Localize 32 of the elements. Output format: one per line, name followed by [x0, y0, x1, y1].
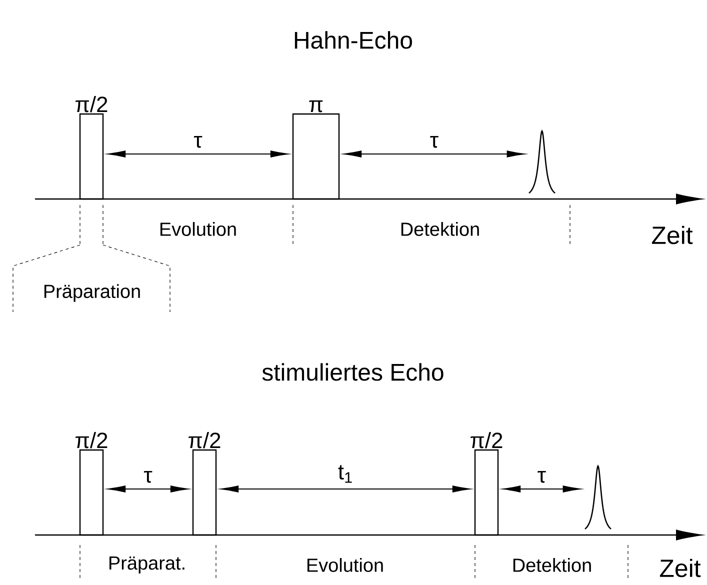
region-label: Detektion: [513, 558, 591, 572]
double-arrow: [344, 150, 524, 158]
echo-peak: [528, 129, 556, 194]
echo-peak: [584, 464, 612, 530]
pulse-box: π/2: [188, 432, 220, 536]
edge-label: t$_{1}$: [338, 465, 352, 483]
node-label: π/2: [470, 432, 502, 448]
axis-label: Zeit: [660, 558, 701, 578]
double-arrow: [108, 486, 188, 492]
edge-label: τ: [194, 136, 202, 148]
pulse-box: π: [292, 100, 340, 200]
pulse-box: π/2: [470, 432, 502, 536]
double-arrow: [503, 486, 580, 492]
node-label: π: [309, 100, 323, 112]
node-label: π/2: [76, 96, 108, 112]
title: stimuliertes Echo: [262, 363, 444, 381]
edge-label: τ: [144, 470, 152, 483]
region-label: Detektion: [401, 222, 479, 236]
title: Hahn-Echo: [294, 31, 412, 49]
region-label: Evolution: [160, 222, 236, 236]
node-label: π/2: [188, 432, 220, 448]
double-arrow: [108, 150, 288, 158]
axis-label: Zeit: [652, 226, 693, 244]
region-label: Präparat.: [109, 556, 184, 574]
region-label: Evolution: [307, 558, 383, 572]
edge-label: τ: [538, 470, 546, 483]
region-label: Präparation: [44, 284, 140, 302]
node-label: π/2: [76, 432, 108, 448]
double-arrow: [221, 486, 470, 492]
pulse-box: π/2: [76, 432, 108, 536]
edge-label: τ: [430, 136, 438, 148]
pulse-box: π/2: [76, 96, 108, 200]
